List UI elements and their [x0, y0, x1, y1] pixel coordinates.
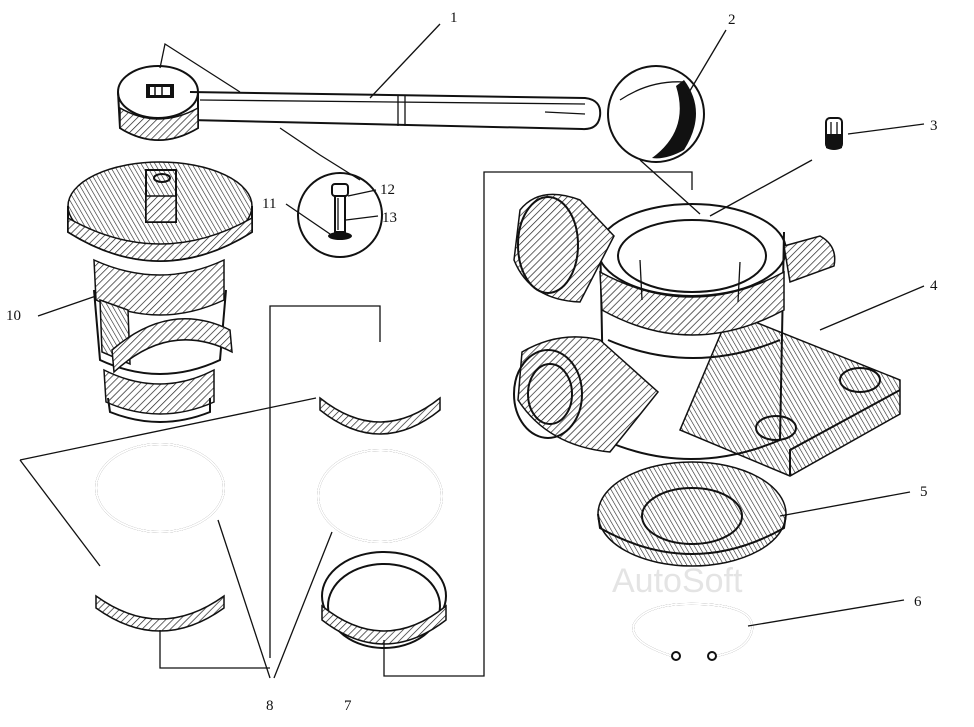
callout-12: 12: [380, 182, 395, 198]
callout-11: 11: [262, 196, 276, 212]
part-10-hub-assembly: [67, 161, 253, 423]
ring-middle-left: [95, 443, 225, 533]
callout-3: 3: [930, 118, 938, 134]
leader-wrench-top: [159, 42, 241, 93]
callout-5: 5: [920, 484, 928, 500]
leader-lines: [19, 23, 925, 679]
bolt-detail-circle: [297, 172, 383, 258]
callout-labels: 1 2 3 4 5 6 7 8 10 11 12 13: [6, 10, 938, 714]
callout-13: 13: [382, 210, 397, 226]
watermark-text: AutoSoft: [612, 562, 743, 600]
leader-wrench-bolt: [279, 127, 361, 181]
callout-4: 4: [930, 278, 938, 294]
ring-bottom-left: [94, 544, 226, 632]
callout-2: 2: [728, 12, 736, 28]
callout-7: 7: [344, 698, 352, 714]
ring-top-right: [316, 340, 444, 436]
part-4-housing: [513, 193, 901, 477]
ring-middle-right: [317, 449, 443, 543]
callout-6: 6: [914, 594, 922, 610]
callout-1: 1: [450, 10, 458, 26]
ring-7-knurled: [321, 551, 447, 649]
callout-8: 8: [266, 698, 274, 714]
part-6-circlip: [632, 602, 754, 661]
part-2-detail-circle: [607, 65, 705, 163]
callout-10: 10: [6, 308, 21, 324]
part-5-washer: [597, 461, 787, 567]
part-1-wrench: [117, 65, 602, 141]
part-3-pin: [825, 117, 843, 150]
